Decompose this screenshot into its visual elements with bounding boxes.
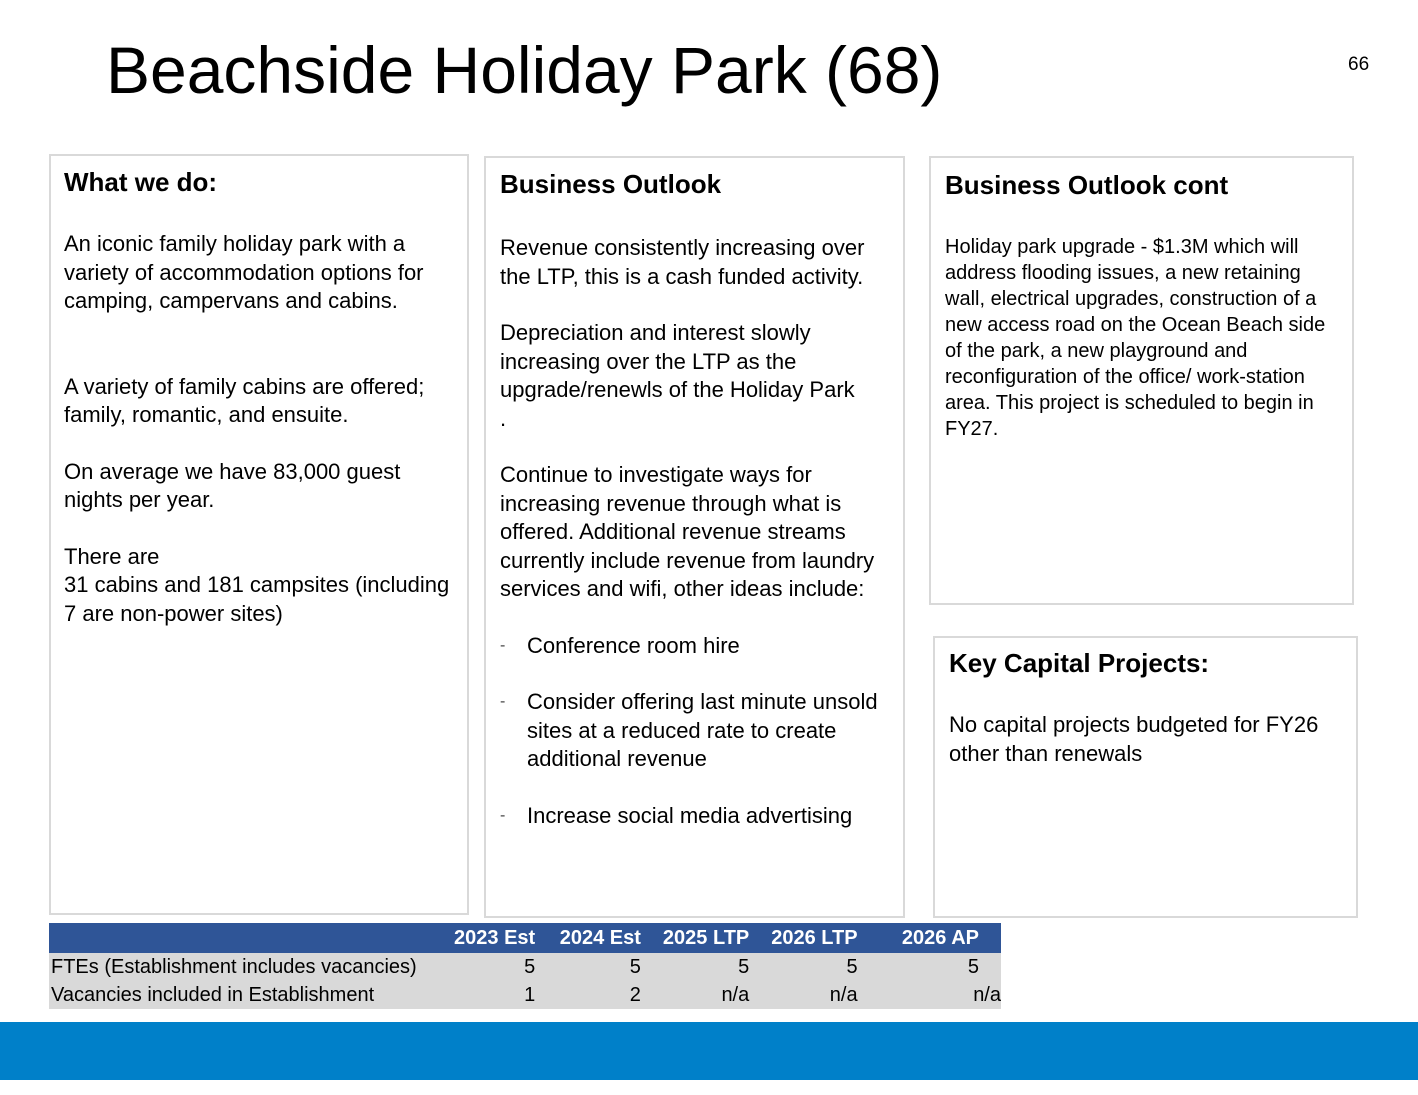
- table-header-cell: 2026 AP: [879, 923, 1001, 953]
- table-header-cell: 2023 Est: [447, 923, 558, 953]
- business-outlook-paragraph: Revenue consistently increasing over the…: [500, 235, 865, 289]
- table-cell: 5: [879, 953, 1001, 981]
- table-row-label: FTEs (Establishment includes vacancies): [49, 953, 448, 981]
- table-row: FTEs (Establishment includes vacancies) …: [49, 953, 1001, 981]
- business-outlook-paragraph: .: [500, 405, 507, 431]
- business-outlook-cont-text: Holiday park upgrade - $1.3M which will …: [945, 236, 1326, 440]
- business-outlook-heading: Business Outlook: [500, 169, 722, 199]
- table-row-label: Vacancies included in Establishment: [49, 981, 448, 1009]
- business-outlook-paragraph: Depreciation and interest slowly increas…: [500, 320, 855, 402]
- table-header-cell: [49, 923, 448, 953]
- list-item-text: Consider offering last minute unsold sit…: [527, 689, 878, 771]
- what-we-do-paragraph: There are: [64, 543, 160, 569]
- table-header-cell: 2024 Est: [557, 923, 663, 953]
- business-outlook-paragraph: Continue to investigate ways for increas…: [500, 462, 875, 601]
- what-we-do-paragraph: 31 cabins and 181 campsites (including 7…: [64, 572, 450, 626]
- list-item: - Increase social media advertising: [500, 802, 891, 831]
- table-cell: 5: [447, 953, 558, 981]
- table-header-cell: 2025 LTP: [662, 923, 772, 953]
- what-we-do-paragraph: On average we have 83,000 guest nights p…: [64, 458, 401, 513]
- table-header-cell: 2026 LTP: [771, 923, 880, 953]
- table-row: Vacancies included in Establishment 1 2 …: [49, 981, 1001, 1009]
- key-capital-projects-heading: Key Capital Projects:: [949, 648, 1210, 678]
- page-title: Beachside Holiday Park (68): [106, 33, 943, 107]
- table-header-row: 2023 Est 2024 Est 2025 LTP 2026 LTP 2026…: [49, 923, 1001, 953]
- table-cell: 2: [557, 981, 663, 1009]
- footer-band: [0, 1022, 1418, 1080]
- revenue-ideas-list: - Conference room hire - Consider offering…: [500, 632, 891, 831]
- list-item-text: Conference room hire: [527, 632, 740, 658]
- key-capital-projects-panel: Key Capital Projects: No capital project…: [933, 636, 1358, 918]
- business-outlook-panel: Business Outlook Revenue consistently in…: [484, 156, 905, 918]
- fte-table: 2023 Est 2024 Est 2025 LTP 2026 LTP 2026…: [49, 923, 1001, 1009]
- bullet-dash: -: [500, 693, 506, 710]
- bullet-dash: -: [500, 636, 506, 654]
- business-outlook-cont-panel: Business Outlook cont Holiday park upgra…: [929, 156, 1354, 605]
- table-cell: 5: [662, 953, 772, 981]
- page-number: 66: [1348, 54, 1370, 75]
- what-we-do-panel: What we do: An iconic family holiday par…: [49, 154, 469, 915]
- what-we-do-heading: What we do:: [64, 167, 218, 197]
- table-cell: 1: [447, 981, 558, 1009]
- list-item: - Consider offering last minute unsold si…: [500, 688, 891, 774]
- key-capital-projects-text: No capital projects budgeted for FY26 ot…: [949, 712, 1319, 766]
- table-cell: 5: [557, 953, 663, 981]
- list-item: - Conference room hire: [500, 632, 891, 661]
- table-cell: 5: [771, 953, 880, 981]
- what-we-do-paragraph: An iconic family holiday park with a var…: [64, 231, 424, 313]
- what-we-do-paragraph: A variety of family cabins are offered; …: [64, 373, 425, 428]
- bullet-dash: -: [500, 806, 506, 824]
- list-item-text: Increase social media advertising: [527, 802, 853, 828]
- table-cell: n/a: [662, 981, 772, 1009]
- table-cell: n/a: [771, 981, 880, 1009]
- table-cell: n/a: [879, 981, 1001, 1009]
- business-outlook-cont-heading: Business Outlook cont: [945, 170, 1229, 200]
